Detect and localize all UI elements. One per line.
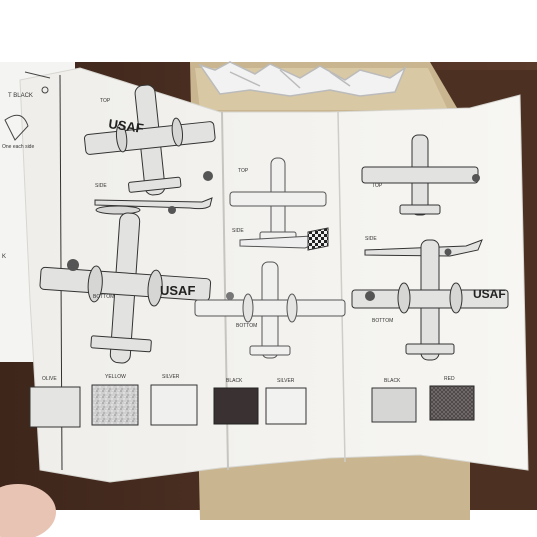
swatch-yellow [91,384,139,426]
middle-side-view-plane [239,227,329,251]
swatch-silver-2 [265,387,307,425]
left-edge-callouts: T BLACK One each side K [2,71,51,260]
middle-side-label: SIDE [232,228,244,234]
left-top-view-plane [83,84,216,196]
swatch-label-silver-2: SILVER [277,378,295,384]
note-each-side: One each side [2,144,34,150]
note-fragment: K [2,254,6,260]
middle-bottom-view-plane [194,261,346,359]
swatch-label-black: BLACK [226,378,243,384]
panel-left: TOP USAF SIDE USAF BOTTOM OLIVE [29,84,216,428]
middle-top-label: TOP [238,168,249,174]
right-bottom-view-plane [351,239,509,361]
right-bottom-label: BOTTOM [372,318,393,324]
swatch-red [429,385,475,421]
left-side-label: SIDE [95,183,107,189]
swatch-black [213,387,259,425]
left-side-view-plane [94,197,213,215]
note-black: T BLACK [8,93,33,99]
panel-middle: TOP SIDE BOTTOM BLACK SILVER [194,157,346,425]
right-color-swatches: BLACK RED [371,376,475,423]
middle-bottom-label: BOTTOM [236,323,257,329]
swatch-label-red: RED [444,376,455,382]
swatch-silver [150,384,198,426]
right-top-label: TOP [372,183,383,189]
left-top-label: TOP [100,98,111,104]
left-bottom-usaf: USAF [160,283,195,298]
left-bottom-view-plane [39,212,212,364]
left-color-swatches: OLIVE YELLOW SILVER [29,374,198,428]
right-bottom-usaf: USAF [473,287,506,301]
swatch-label-yellow: YELLOW [105,374,126,380]
swatch-olive [29,386,81,428]
swatch-label-silver: SILVER [162,374,180,380]
kit-parts-sprue [198,61,407,97]
panel-right: TOP SIDE USAF BOTTOM BLACK RED [351,134,509,423]
middle-color-swatches: BLACK SILVER [213,378,307,425]
right-side-label: SIDE [365,236,377,242]
left-bottom-label: BOTTOM [93,294,114,300]
left-top-usaf: USAF [108,116,145,136]
swatch-black-2 [371,387,417,423]
swatch-label-black-2: BLACK [384,378,401,384]
page-fold-2 [337,111,346,463]
swatch-label-olive: OLIVE [42,376,57,382]
finger [0,484,56,537]
checkered-tail [307,227,329,251]
